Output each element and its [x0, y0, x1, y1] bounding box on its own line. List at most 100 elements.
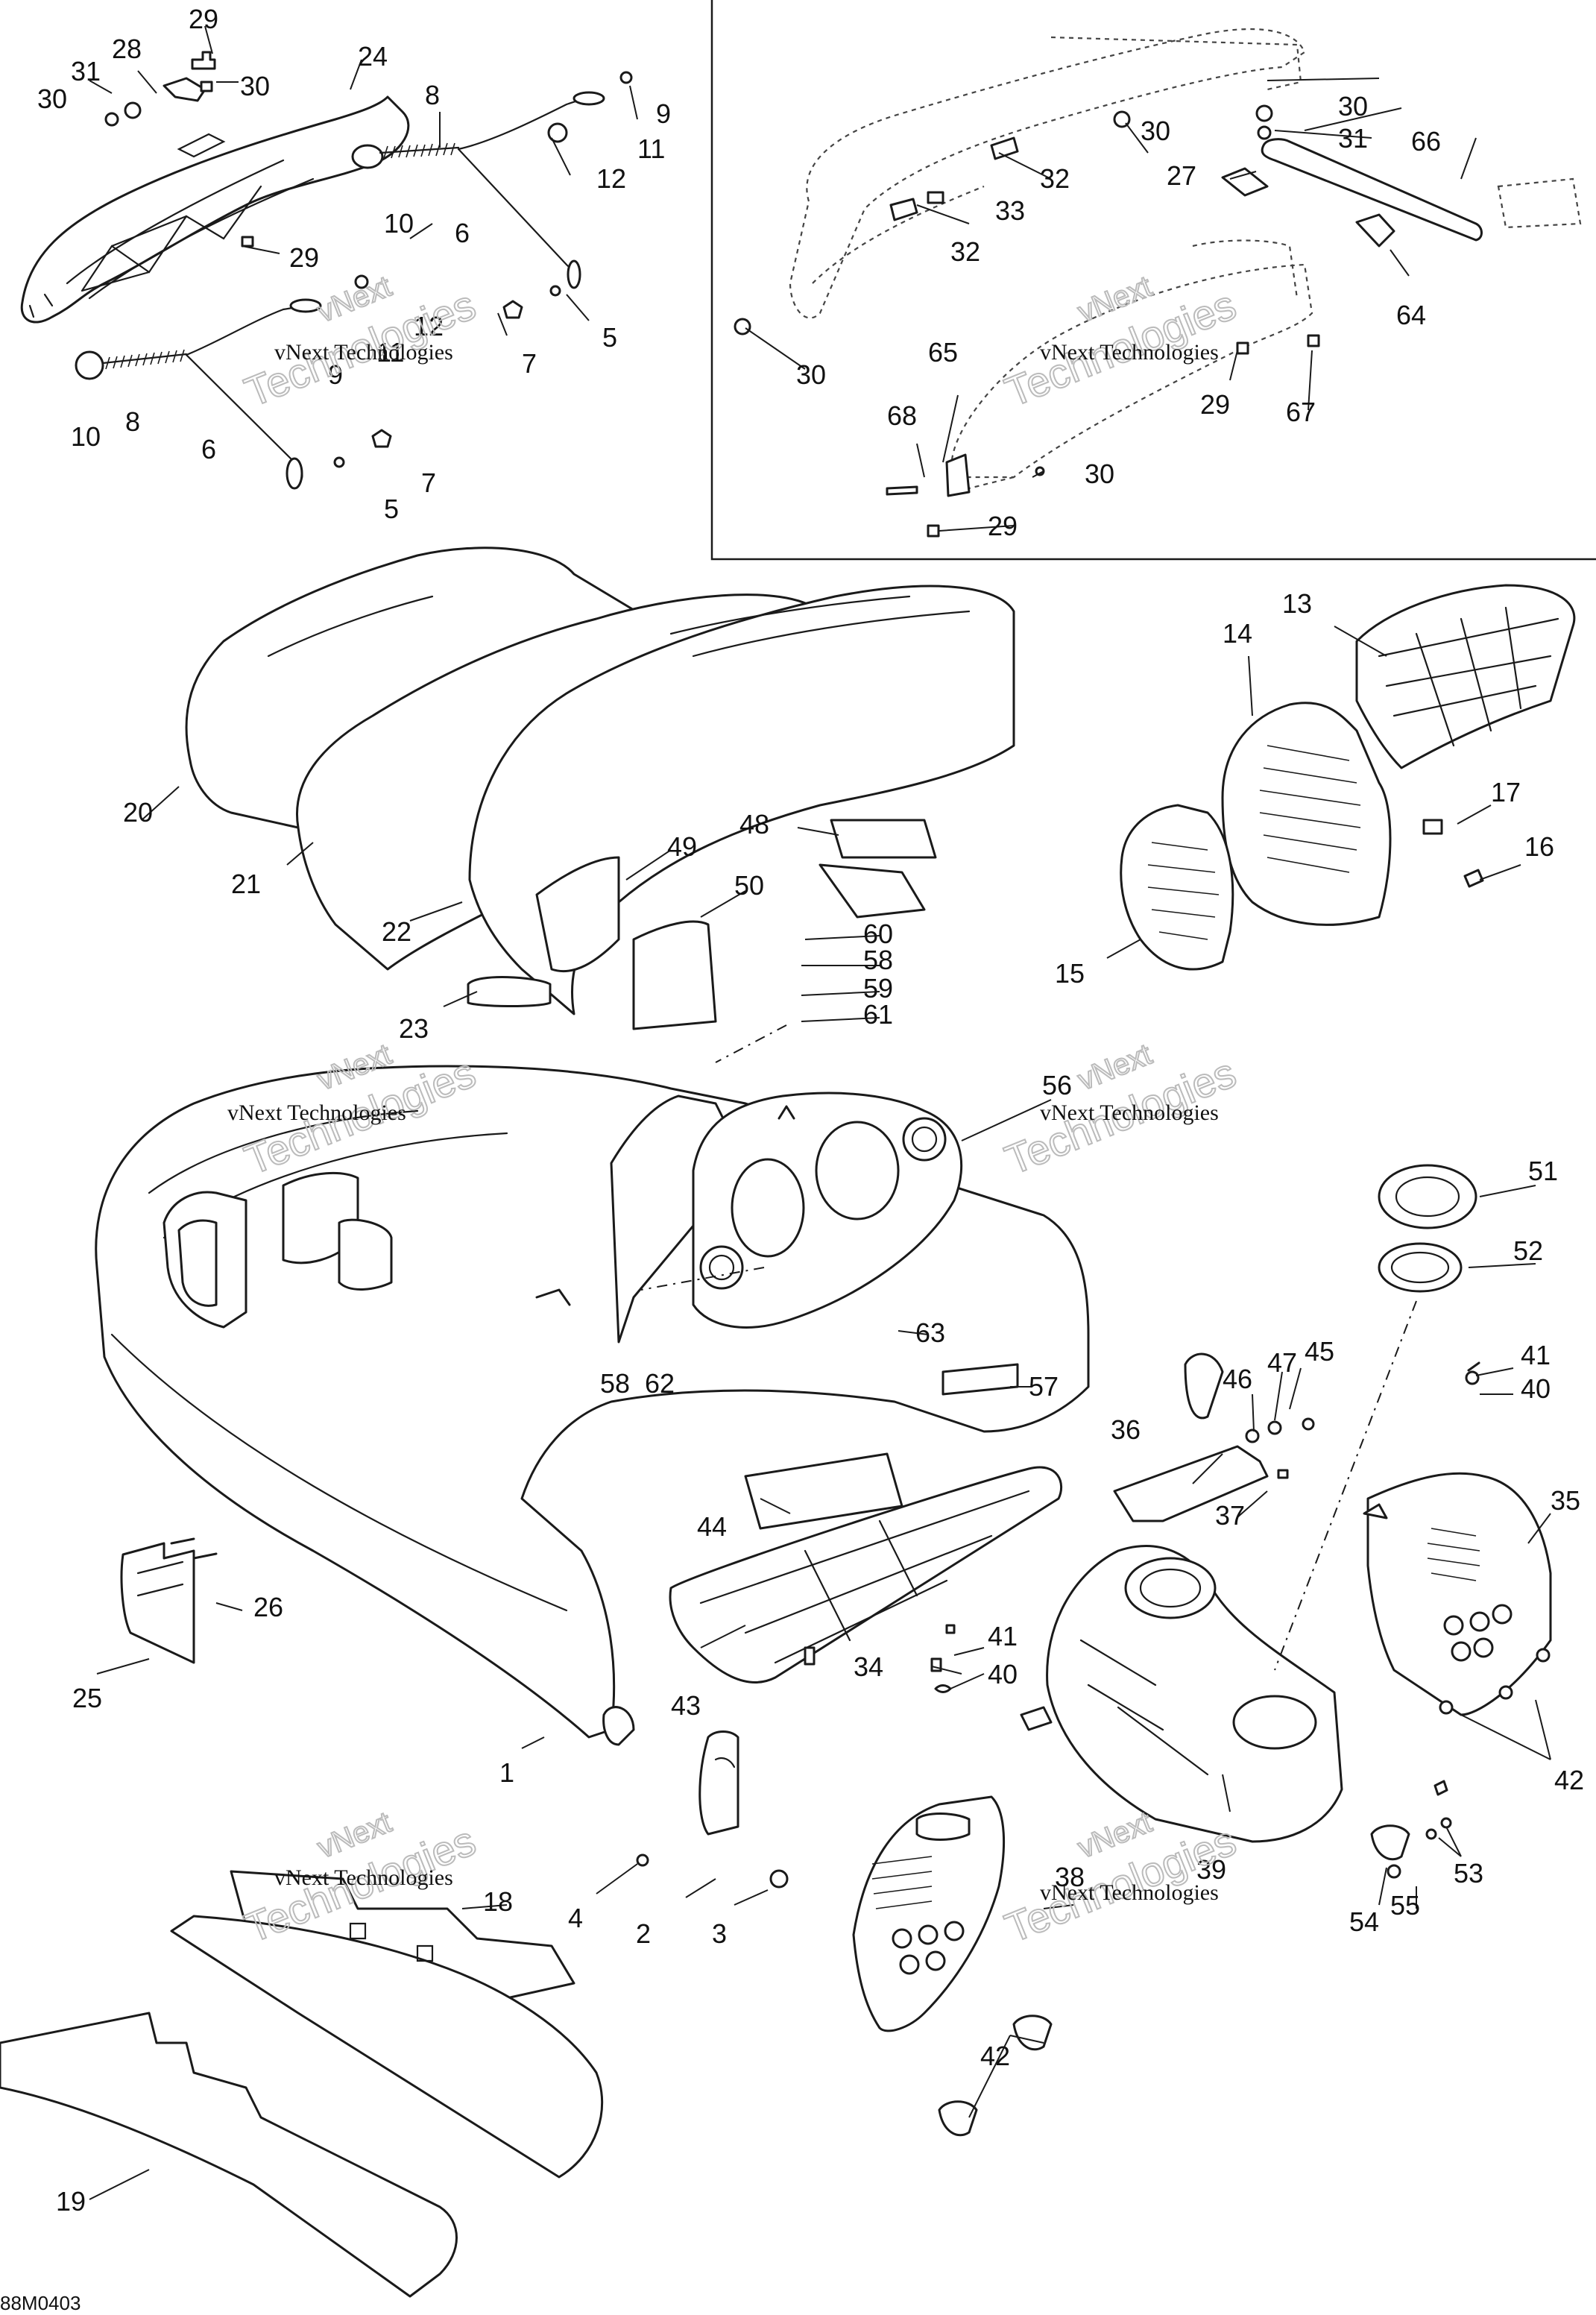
callout: 27 [1167, 160, 1196, 191]
callout: 32 [1040, 163, 1070, 194]
callout: 67 [1286, 397, 1316, 427]
callout: 29 [189, 4, 218, 34]
callout: 58 [863, 945, 893, 975]
callout: 60 [863, 919, 893, 949]
callout: 36 [1111, 1414, 1141, 1445]
callout: 58 [600, 1368, 630, 1399]
callout: 49 [667, 831, 697, 862]
callout: 45 [1305, 1336, 1334, 1367]
watermark-text: vNext Technologies [274, 1865, 453, 1890]
callout: 43 [671, 1690, 701, 1721]
watermark-text: vNext Technologies [1040, 340, 1219, 365]
callout: 7 [522, 348, 537, 379]
callout: 29 [289, 242, 319, 273]
callout: 9 [328, 359, 343, 390]
callout: 23 [399, 1013, 429, 1044]
callout: 65 [928, 337, 958, 368]
callout: 30 [1085, 459, 1114, 489]
drawing-code: 88M0403 [0, 2292, 81, 2314]
callout: 30 [37, 84, 67, 114]
lower-left-parts [120, 1537, 1053, 2137]
callout: 24 [358, 41, 388, 72]
callout: 10 [384, 208, 414, 239]
callout: 28 [112, 34, 142, 64]
callout: 59 [863, 973, 893, 1004]
callout: 54 [1349, 1906, 1379, 1937]
callout: 26 [253, 1592, 283, 1622]
callout: 30 [240, 71, 270, 101]
callout: 37 [1215, 1500, 1245, 1531]
callout: 56 [1042, 1070, 1072, 1100]
callout: 13 [1282, 588, 1312, 619]
callout: 12 [414, 311, 444, 341]
inset-bumper-dotted [734, 28, 1582, 538]
callout: 40 [988, 1659, 1018, 1689]
leader-lines [89, 25, 1551, 2200]
watermark: vNext Technologies [998, 1037, 1243, 1184]
callout: 30 [796, 359, 826, 390]
callout: 68 [887, 400, 917, 431]
callout: 1 [499, 1757, 514, 1788]
callout: 66 [1411, 126, 1441, 157]
callout: 51 [1528, 1156, 1558, 1186]
watermark-text: vNext Technologies [1040, 1100, 1219, 1125]
watermark-text: vNext Technologies [227, 1100, 406, 1125]
callout: 34 [854, 1651, 883, 1682]
callout: 30 [1338, 91, 1368, 122]
callout: 64 [1396, 300, 1426, 330]
watermark-text: vNext Technologies [1040, 1880, 1219, 1905]
callout: 15 [1055, 958, 1085, 989]
callout: 29 [1200, 389, 1230, 420]
callout: 5 [602, 322, 617, 353]
callout: 52 [1513, 1235, 1543, 1266]
callout: 8 [425, 80, 440, 110]
callout: 41 [1521, 1340, 1551, 1370]
callout: 20 [123, 797, 153, 828]
inset-frame [710, 0, 1596, 561]
callout: 63 [915, 1317, 945, 1348]
callout: 5 [384, 494, 399, 524]
callout: 41 [988, 1621, 1018, 1651]
callout: 19 [56, 2186, 86, 2217]
callout: 10 [71, 421, 101, 452]
watermark: vNext Technologies [238, 269, 483, 416]
callout: 40 [1521, 1373, 1551, 1404]
callout: 29 [988, 511, 1018, 541]
windshield-panels [185, 547, 1015, 1030]
callout: 42 [1554, 1765, 1584, 1795]
callout: 55 [1390, 1890, 1420, 1921]
callout: 12 [596, 163, 626, 194]
callout: 17 [1491, 777, 1521, 807]
callout: 25 [72, 1683, 102, 1713]
callout: 31 [71, 56, 101, 86]
center-panel-group [669, 1164, 1552, 1879]
callout-labels: 29 28 31 30 30 24 8 9 11 12 10 6 29 12 1… [37, 4, 1584, 2217]
callout: 18 [483, 1886, 513, 1917]
springs-and-cables [75, 51, 633, 490]
callout: 4 [568, 1903, 583, 1933]
callout: 62 [645, 1368, 675, 1399]
callout: 22 [382, 916, 411, 947]
callout: 44 [697, 1511, 727, 1542]
callout: 7 [421, 467, 436, 498]
callout: 38 [1055, 1862, 1085, 1892]
callout: 16 [1524, 831, 1554, 862]
callout: 47 [1267, 1347, 1297, 1378]
callout: 39 [1196, 1854, 1226, 1885]
callout: 57 [1029, 1371, 1059, 1402]
callout: 11 [637, 133, 665, 164]
callout: 35 [1551, 1485, 1580, 1516]
callout: 48 [739, 809, 769, 840]
callout: 11 [376, 337, 404, 368]
hood-grilles [1120, 584, 1576, 971]
callout: 2 [636, 1918, 651, 1949]
callout: 6 [455, 218, 470, 248]
bumper-bracket-group [20, 95, 410, 324]
callout: 42 [980, 2041, 1010, 2071]
callout: 8 [125, 406, 140, 437]
callout: 21 [231, 869, 261, 899]
callout: 46 [1223, 1364, 1252, 1394]
callout: 3 [712, 1918, 727, 1949]
callout: 32 [950, 236, 980, 267]
